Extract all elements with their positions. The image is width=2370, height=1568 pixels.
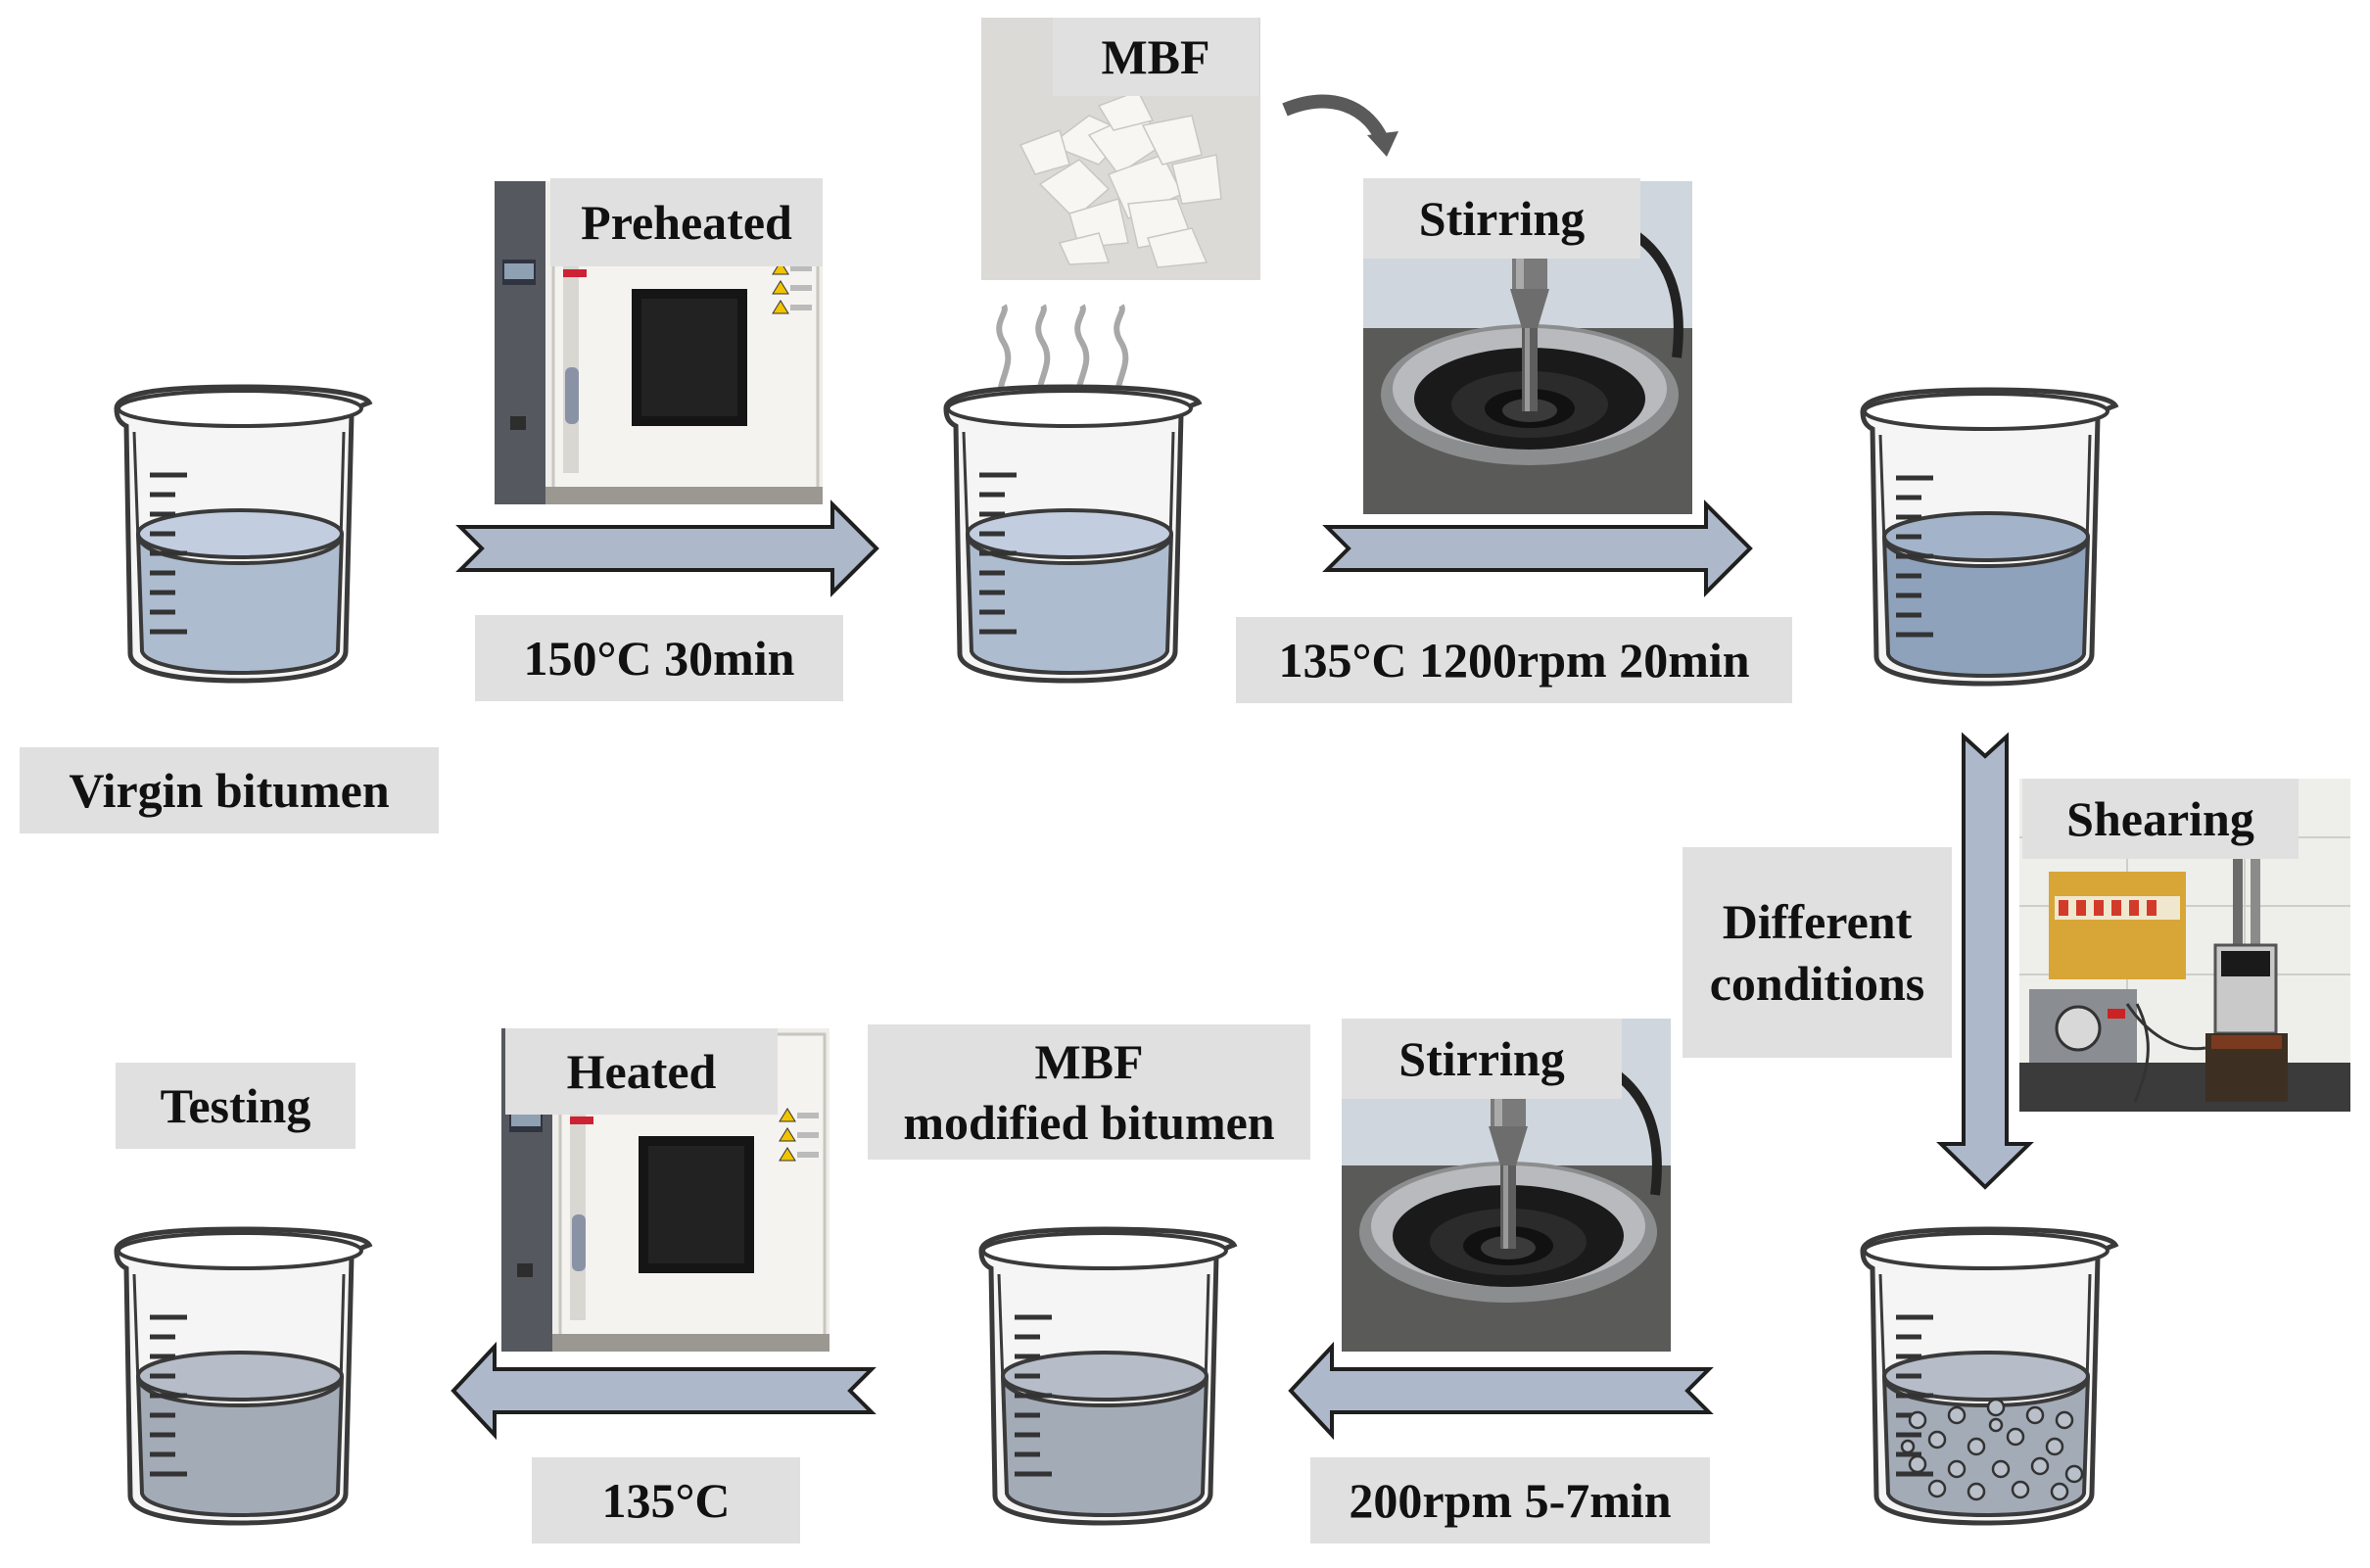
arrow-stir-low [1288,1341,1714,1441]
label-mbf-modified-bitumen: MBF modified bitumen [868,1024,1310,1160]
label-stir2-condition: 200rpm 5-7min [1310,1457,1710,1544]
label-preheated: Preheated [550,178,823,266]
sheared-beaker [1863,1229,2115,1523]
label-stir-condition: 135°C 1200rpm 20min [1236,617,1792,703]
label-stirring-bottom: Stirring [1342,1019,1622,1099]
arrow-down [1936,732,2034,1190]
label-virgin-bitumen: Virgin bitumen [20,747,439,833]
label-different-line1: Different [1722,894,1913,949]
label-different-line2: conditions [1709,955,1925,1011]
label-mbf-modified-line2: modified bitumen [903,1095,1275,1150]
label-mbf: MBF [1053,18,1258,96]
label-shearing: Shearing [2022,779,2299,859]
label-stirring-top: Stirring [1363,178,1640,259]
arrow-heat [450,1341,877,1441]
label-mbf-modified-line1: MBF [1034,1033,1144,1089]
label-preheat-condition: 150°C 30min [475,615,843,701]
curved-arrow-icon [1282,94,1388,141]
arrow-stir [1322,499,1753,597]
modified-beaker [981,1229,1234,1523]
particles [1900,1398,2084,1501]
virgin-bitumen-beaker [117,387,369,681]
label-testing: Testing [116,1063,356,1149]
testing-beaker [117,1229,369,1523]
label-heated: Heated [505,1028,778,1115]
label-heat-condition: 135°C [532,1457,800,1544]
label-different-conditions: Different conditions [1683,847,1952,1058]
preheated-beaker [946,387,1199,681]
arrow-preheat [455,499,879,597]
stirred-beaker [1863,390,2115,684]
